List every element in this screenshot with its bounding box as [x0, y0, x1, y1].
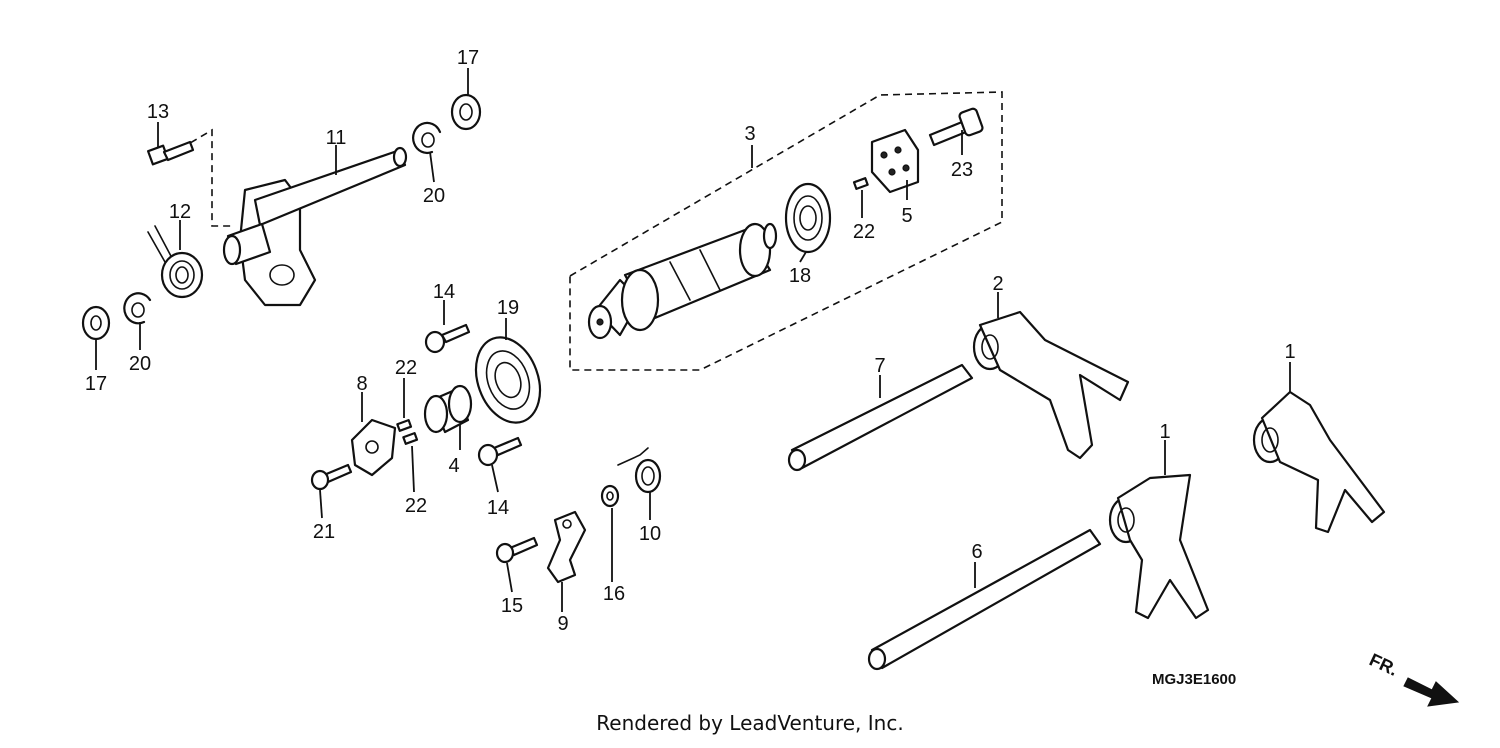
shift-fork-1-middle — [1108, 473, 1210, 620]
collar-4 — [423, 384, 473, 434]
callout-20b: 20 — [129, 353, 151, 375]
callout-23: 23 — [951, 159, 973, 181]
callout-19: 19 — [497, 297, 519, 319]
fork-shaft-6 — [867, 528, 1102, 671]
render-credit: Rendered by LeadVenture, Inc. — [596, 711, 903, 735]
bearing-18 — [784, 182, 832, 254]
callout-8: 8 — [356, 373, 367, 395]
shift-fork-2 — [972, 310, 1130, 460]
stopper-plate-8 — [350, 418, 397, 477]
callout-2: 2 — [992, 273, 1003, 295]
callout-1b: 1 — [1159, 421, 1170, 443]
drum-center-5 — [870, 128, 920, 194]
shift-fork-1-right — [1252, 390, 1386, 534]
callout-20a: 20 — [423, 185, 445, 207]
bolt-21 — [310, 463, 353, 491]
callout-18: 18 — [789, 265, 811, 287]
pin-22-top — [852, 177, 869, 190]
front-direction-marker: FR. — [1366, 649, 1460, 707]
callout-4: 4 — [448, 455, 459, 477]
front-label: FR. — [1366, 649, 1401, 679]
shift-drum — [587, 222, 778, 340]
callout-17b: 17 — [457, 47, 479, 69]
callout-11: 11 — [326, 127, 347, 149]
front-arrow-icon — [1403, 677, 1460, 707]
callout-14b: 14 — [487, 497, 509, 519]
callout-5: 5 — [901, 205, 912, 227]
callout-22b: 22 — [405, 495, 427, 517]
spring-10 — [617, 447, 662, 494]
pin-22-upper — [396, 419, 413, 432]
callout-16: 16 — [603, 583, 625, 605]
bearing-19 — [474, 336, 542, 424]
callout-1a: 1 — [1284, 341, 1295, 363]
callout-3: 3 — [744, 123, 755, 145]
callout-14a: 14 — [433, 281, 455, 303]
callout-13: 13 — [147, 101, 169, 123]
leader-lines — [95, 68, 1291, 612]
stopper-arm-9 — [546, 510, 587, 584]
bolt-23 — [928, 107, 984, 147]
return-spring-12 — [147, 225, 204, 299]
circlip-20-left — [123, 292, 152, 325]
callout-6: 6 — [971, 541, 982, 563]
pin-22-lower — [402, 432, 419, 445]
callout-15: 15 — [501, 595, 523, 617]
collar-16 — [600, 484, 620, 508]
bolt-15 — [495, 536, 539, 564]
callout-10: 10 — [639, 523, 661, 545]
bolt-14-lower — [477, 436, 523, 467]
fork-shaft-7 — [787, 363, 974, 472]
callout-labels: 1 1 2 3 4 5 6 7 8 9 10 11 12 13 14 14 15… — [85, 47, 1296, 635]
callout-22c: 22 — [853, 221, 875, 243]
gearshift-spindle — [222, 146, 408, 307]
washer-17-left — [81, 305, 111, 341]
callout-9: 9 — [557, 613, 568, 635]
callout-17a: 17 — [85, 373, 107, 395]
callout-12: 12 — [169, 201, 191, 223]
washer-17-top — [450, 93, 482, 131]
bolt-14-upper — [424, 323, 471, 354]
callout-21: 21 — [313, 521, 335, 543]
callout-22a: 22 — [395, 357, 417, 379]
diagram-code: MGJ3E1600 — [1152, 671, 1236, 688]
circlip-20-top — [412, 121, 442, 154]
bolt-13 — [146, 140, 195, 166]
callout-7: 7 — [874, 355, 885, 377]
